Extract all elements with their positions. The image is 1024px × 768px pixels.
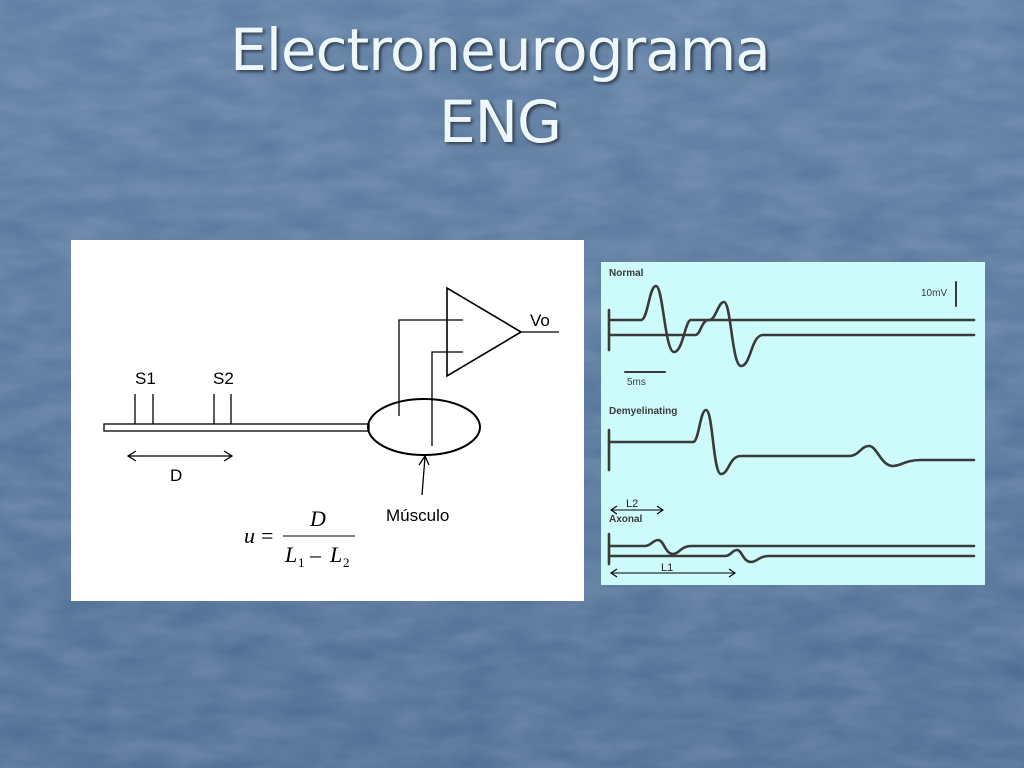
demyelinating-trace-1 xyxy=(607,408,976,476)
label-musculo: Músculo xyxy=(386,506,449,525)
distance-arrowhead-right xyxy=(223,450,234,462)
normal-trace-1 xyxy=(607,284,976,368)
formula-minus: – xyxy=(309,542,322,567)
label-s1: S1 xyxy=(135,369,156,388)
l1-arrowhead-right xyxy=(728,568,736,578)
formula-den-l2: L xyxy=(329,542,342,567)
label-time-scale: 5ms xyxy=(627,377,646,388)
l2-arrowhead-left xyxy=(610,505,618,515)
title-line-1: Electroneurograma xyxy=(230,16,771,84)
label-axonal: Axonal xyxy=(609,514,643,525)
muscle-ellipse xyxy=(367,398,481,456)
amplifier-triangle xyxy=(446,286,523,378)
l1-arrowhead-left xyxy=(610,568,618,578)
l2-arrowhead-right xyxy=(656,505,664,515)
label-s2: S2 xyxy=(213,369,234,388)
axonal-trace-2 xyxy=(607,548,976,564)
formula-den-sub2: 2 xyxy=(343,555,350,570)
muscle-pointer-arrow xyxy=(421,456,426,496)
label-voltage-scale: 10mV xyxy=(921,288,947,299)
formula-den-l1: L xyxy=(284,542,297,567)
formula-den-sub1: 1 xyxy=(298,555,305,570)
label-d: D xyxy=(170,466,182,485)
label-normal: Normal xyxy=(609,268,644,279)
amplifier-input-wire-2 xyxy=(431,351,463,446)
distance-arrowhead-left xyxy=(126,450,137,462)
label-l2: L2 xyxy=(626,498,638,510)
amplifier-input-wire-1 xyxy=(398,319,463,416)
formula-equals: = xyxy=(261,523,273,548)
formula-lhs: u xyxy=(244,523,255,548)
schematic-svg: S1 S2 D Vo Músculo u = D L 1 – L 2 xyxy=(103,286,559,570)
title-line-2: ENG xyxy=(439,88,562,156)
nerve-conduction-schematic: S1 S2 D Vo Músculo u = D L 1 – L 2 xyxy=(71,240,584,601)
normal-trace-2 xyxy=(607,318,976,337)
muscle-pointer-arrowhead xyxy=(418,454,430,466)
slide-title: Electroneurograma ENG xyxy=(0,14,1000,158)
label-vo: Vo xyxy=(530,311,550,330)
label-l1: L1 xyxy=(661,562,673,574)
nerve-fiber xyxy=(103,423,370,432)
velocity-formula: u = D L 1 – L 2 xyxy=(244,506,350,570)
axonal-trace-1 xyxy=(607,538,976,556)
traces-svg: Normal Demyelinating Axonal 10mV 5ms L2 … xyxy=(607,268,976,578)
label-demyelinating: Demyelinating xyxy=(609,406,677,417)
conduction-traces-panel: Normal Demyelinating Axonal 10mV 5ms L2 … xyxy=(601,262,985,585)
formula-numerator: D xyxy=(309,506,326,531)
